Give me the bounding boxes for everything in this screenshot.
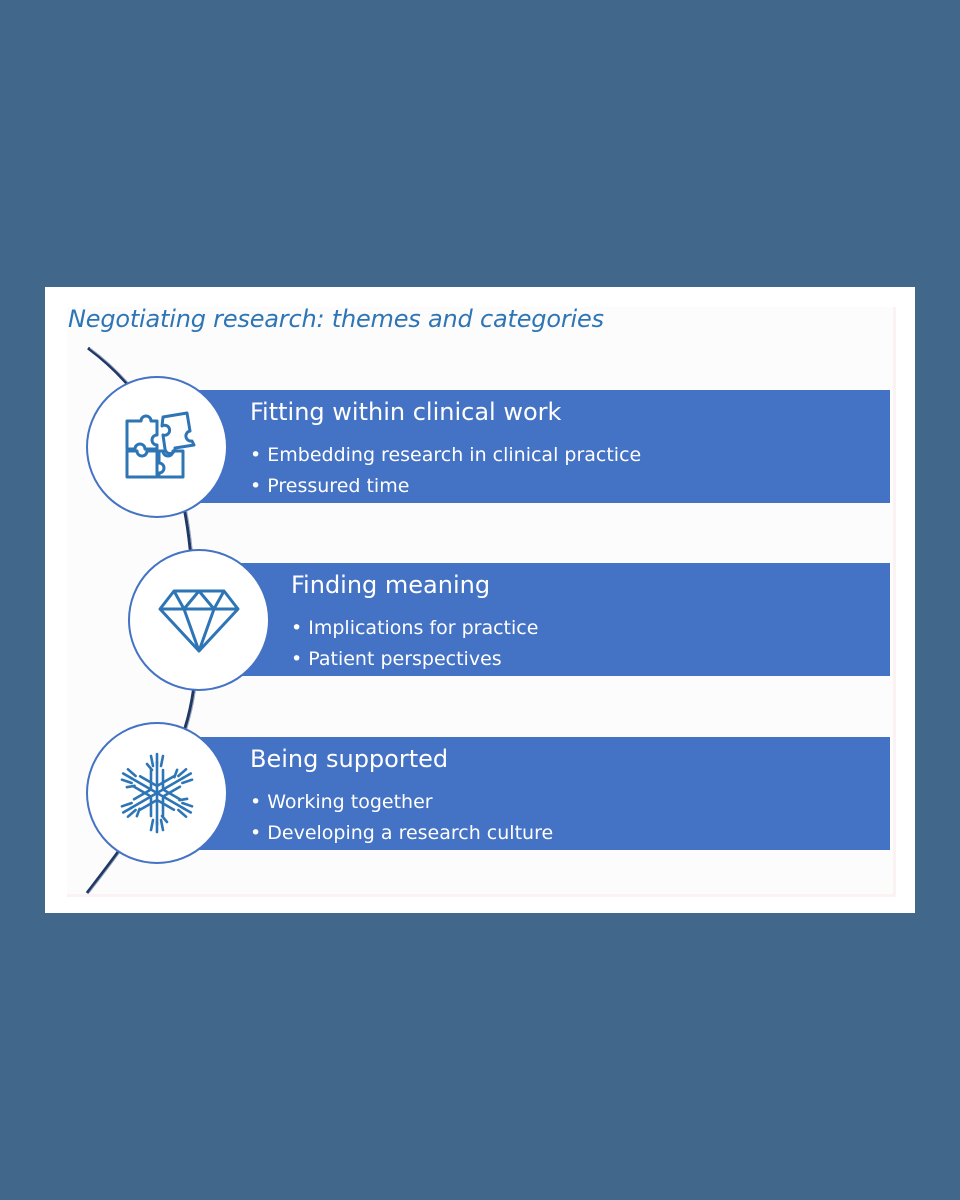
category-item: Pressured time — [250, 471, 641, 502]
theme-icon-circle — [86, 376, 228, 518]
theme-categories: Implications for practice Patient perspe… — [291, 613, 538, 675]
puzzle-icon — [125, 411, 196, 479]
theme-categories: Embedding research in clinical practice … — [250, 440, 641, 502]
theme-band-supported: Being supported Working together Develop… — [175, 737, 890, 850]
theme-heading: Being supported — [250, 745, 449, 773]
theme-icon-circle — [86, 722, 228, 864]
theme-band-fitting: Fitting within clinical work Embedding r… — [175, 390, 890, 503]
theme-heading: Finding meaning — [291, 571, 491, 599]
diagram-title: Negotiating research: themes and categor… — [68, 305, 604, 333]
category-item: Implications for practice — [291, 613, 538, 644]
category-item: Working together — [250, 787, 553, 818]
theme-categories: Working together Developing a research c… — [250, 787, 553, 849]
theme-heading: Fitting within clinical work — [250, 398, 562, 426]
theme-icon-circle — [128, 549, 270, 691]
category-item: Developing a research culture — [250, 818, 553, 849]
hands-icon — [120, 752, 194, 834]
theme-band-meaning: Finding meaning Implications for practic… — [240, 563, 890, 676]
diamond-icon — [158, 589, 240, 653]
category-item: Embedding research in clinical practice — [250, 440, 641, 471]
category-item: Patient perspectives — [291, 644, 538, 675]
